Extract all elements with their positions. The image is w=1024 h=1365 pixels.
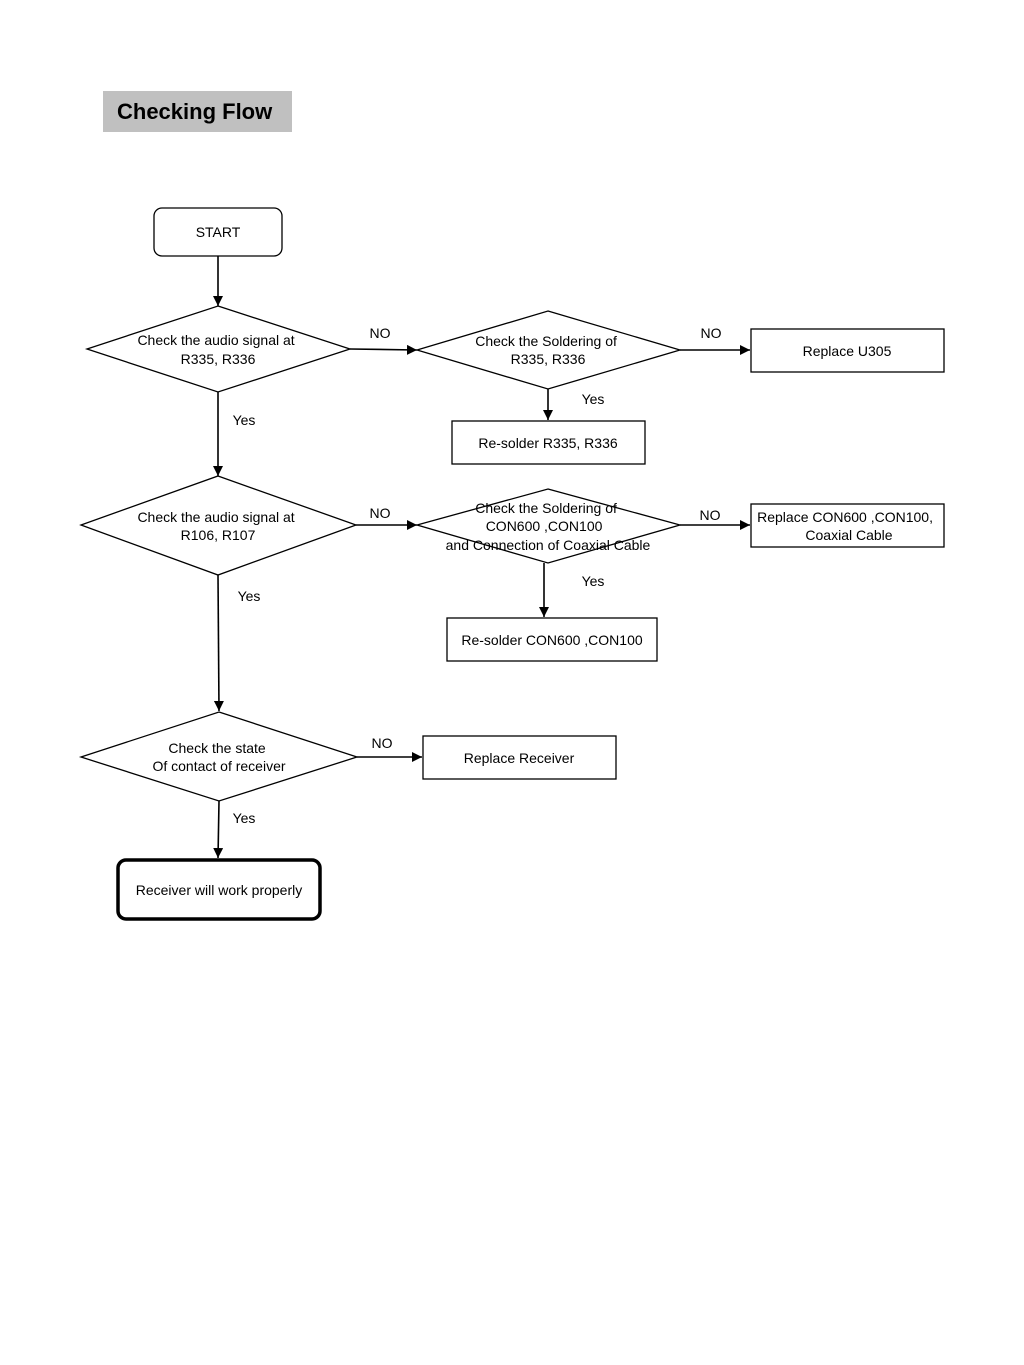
node-labels: START Check the audio signal at R335, R3… [136,224,937,898]
decision-check-audio-r335 [84,305,353,393]
label-solder-con600-yes: Yes [582,573,605,589]
edge-check-r106-yes [213,574,224,712]
replace-u305-line: Replace U305 [803,343,892,359]
check-audio-r335-line-2: R335, R336 [181,351,256,367]
label-r335-no: NO [370,325,391,341]
resolder-con600-line: Re-solder CON600 ,CON100 [461,632,643,648]
label-r335-yes: Yes [233,412,256,428]
check-solder-r335-label: Check the Soldering of R335, R336 [475,333,621,367]
end-receiver-works [116,858,322,921]
check-receiver-label: Check the state Of contact of receiver [152,740,285,774]
decision-check-solder-con600 [414,488,683,564]
decision-check-receiver-contact [78,711,360,802]
process-replace-con600 [750,503,945,548]
connectors [213,256,750,859]
replace-con600-line-1: Replace CON600 ,CON100, [757,509,933,525]
check-audio-r106-line-2: R106, R107 [181,527,256,543]
start-label: START [196,224,241,240]
process-resolder-con600 [446,617,658,662]
edge-labels: NO NO Yes Yes NO NO Yes Yes NO Yes [233,325,722,826]
replace-con600-label: Replace CON600 ,CON100, Coaxial Cable [757,509,937,543]
check-solder-r335-line-1: Check the Soldering of [475,333,617,349]
receiver-works-label: Receiver will work properly [136,882,303,898]
check-audio-r106-label: Check the audio signal at R106, R107 [137,509,298,543]
process-replace-u305 [750,328,945,373]
resolder-r335-label: Re-solder R335, R336 [478,435,618,451]
check-solder-con600-line-3: and Connection of Coaxial Cable [446,537,651,553]
replace-u305-label: Replace U305 [803,343,892,359]
receiver-works-line: Receiver will work properly [136,882,303,898]
check-receiver-line-1: Check the state [168,740,265,756]
label-receiver-yes: Yes [233,810,256,826]
label-receiver-no: NO [372,735,393,751]
label-r106-no: NO [370,505,391,521]
check-solder-r335-line-2: R335, R336 [511,351,586,367]
process-resolder-r335 [451,420,646,465]
decision-check-audio-r106 [79,475,358,576]
replace-receiver-label: Replace Receiver [464,750,575,766]
check-audio-r335-label: Check the audio signal at R335, R336 [137,332,298,367]
resolder-r335-line: Re-solder R335, R336 [478,435,618,451]
start-label-line: START [196,224,241,240]
decision-check-solder-r335 [414,310,683,390]
label-solder-r335-no: NO [701,325,722,341]
check-solder-con600-line-1: Check the Soldering of [475,500,617,516]
start-terminal [153,207,283,257]
label-r106-yes: Yes [238,588,261,604]
check-receiver-line-2: Of contact of receiver [152,758,285,774]
check-audio-r106-line-1: Check the audio signal at [137,509,294,525]
replace-receiver-line: Replace Receiver [464,750,575,766]
check-solder-con600-line-2: CON600 ,CON100 [486,518,603,534]
nodes [78,207,945,921]
resolder-con600-label: Re-solder CON600 ,CON100 [461,632,643,648]
check-audio-r335-line-1: Check the audio signal at [137,332,294,348]
page-title: Checking Flow [117,98,273,124]
replace-con600-line-2: Coaxial Cable [805,527,892,543]
edge-check-r335-no [349,344,418,355]
edge-check-receiver-yes [213,800,224,859]
label-solder-r335-yes: Yes [582,391,605,407]
process-replace-receiver [422,735,617,780]
check-solder-con600-label: Check the Soldering of CON600 ,CON100 an… [446,500,651,553]
label-solder-con600-no: NO [700,507,721,523]
title-box: Checking Flow [103,91,292,132]
